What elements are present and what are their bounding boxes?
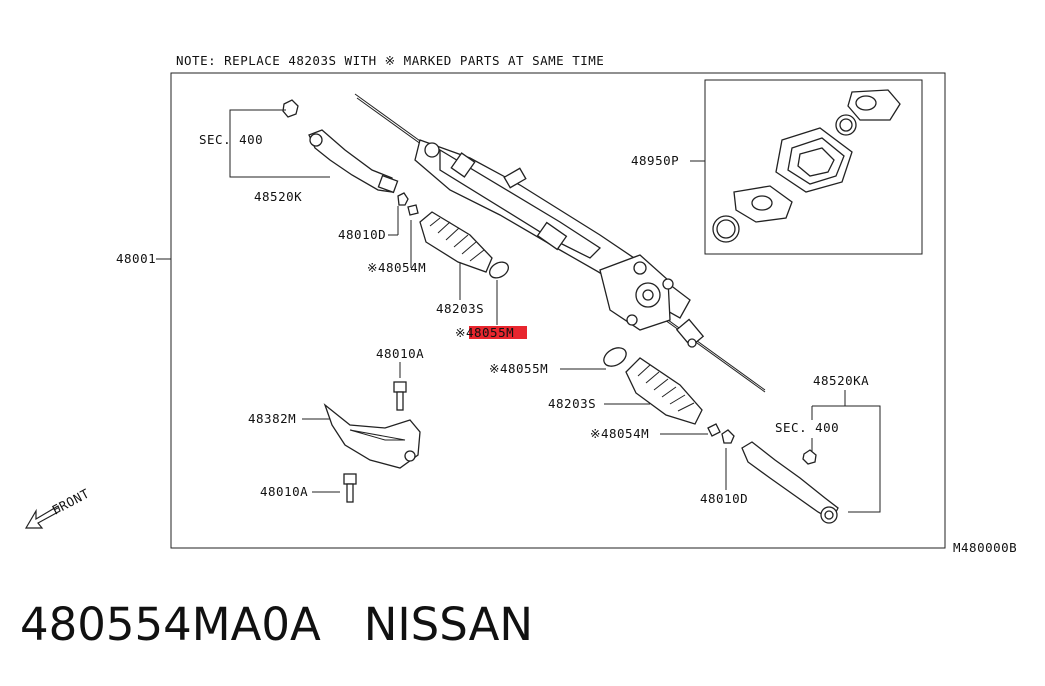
- sec400-right-label: SEC. 400: [775, 420, 839, 435]
- kit-label: 48950P: [631, 153, 679, 168]
- tie-rod-end-left-label: 48520K: [254, 189, 302, 204]
- boot-left-label: 48203S: [436, 301, 484, 316]
- nut-left-label: 48010D: [338, 227, 386, 242]
- insulator[interactable]: [323, 403, 421, 469]
- tie-rod-end-right[interactable]: [741, 441, 839, 524]
- clamp-right-label: ※48054M: [590, 426, 649, 441]
- boot-left[interactable]: [419, 211, 493, 273]
- sec400-left-label: SEC. 400: [199, 132, 263, 147]
- tie-rod-end-right-label: 48520KA: [813, 373, 869, 388]
- assembly-label: 48001: [116, 251, 156, 266]
- tie-rod-end-left[interactable]: [308, 129, 399, 194]
- insulator-label: 48382M: [248, 411, 296, 426]
- boot-clamp-right[interactable]: [601, 344, 630, 370]
- part-number: 480554MA0A: [20, 598, 321, 651]
- highlight-box: [469, 326, 527, 339]
- clamp-left-label: ※48054M: [367, 260, 426, 275]
- boot-right[interactable]: [625, 357, 703, 425]
- steering-rack-assembly[interactable]: [354, 93, 766, 393]
- bolt-upper-label: 48010A: [376, 346, 424, 361]
- boot-clamp-highlighted-label: ※48055M: [455, 325, 514, 340]
- clamp-right[interactable]: [707, 423, 721, 437]
- diagram-code: M480000B: [953, 540, 1017, 555]
- boot-clamp-left[interactable]: [487, 259, 511, 281]
- clamp-right-ring-label: ※48055M: [489, 361, 548, 376]
- bolt-lower[interactable]: [343, 473, 357, 503]
- front-label: FRONT: [49, 486, 91, 518]
- nut-left-upper[interactable]: [282, 99, 299, 118]
- steering-gear-parts-diagram: NOTE: REPLACE 48203S WITH ※ MARKED PARTS…: [24, 53, 1017, 555]
- replace-note: NOTE: REPLACE 48203S WITH ※ MARKED PARTS…: [176, 53, 604, 68]
- kit-inset-box: [704, 79, 923, 255]
- nut-right[interactable]: [721, 429, 735, 444]
- bolt-upper[interactable]: [393, 381, 407, 411]
- nut-right-label: 48010D: [700, 491, 748, 506]
- boot-right-label: 48203S: [548, 396, 596, 411]
- part-caption: 480554MA0A NISSAN: [20, 598, 533, 651]
- front-arrow-icon: [24, 505, 61, 529]
- bolt-lower-label: 48010A: [260, 484, 308, 499]
- nut-right-lower[interactable]: [802, 449, 817, 465]
- nut-left[interactable]: [397, 192, 409, 206]
- diagram-frame: [170, 72, 946, 549]
- clamp-left[interactable]: [407, 204, 419, 216]
- repair-kit-parts[interactable]: [712, 89, 901, 243]
- brand-name: NISSAN: [363, 598, 534, 651]
